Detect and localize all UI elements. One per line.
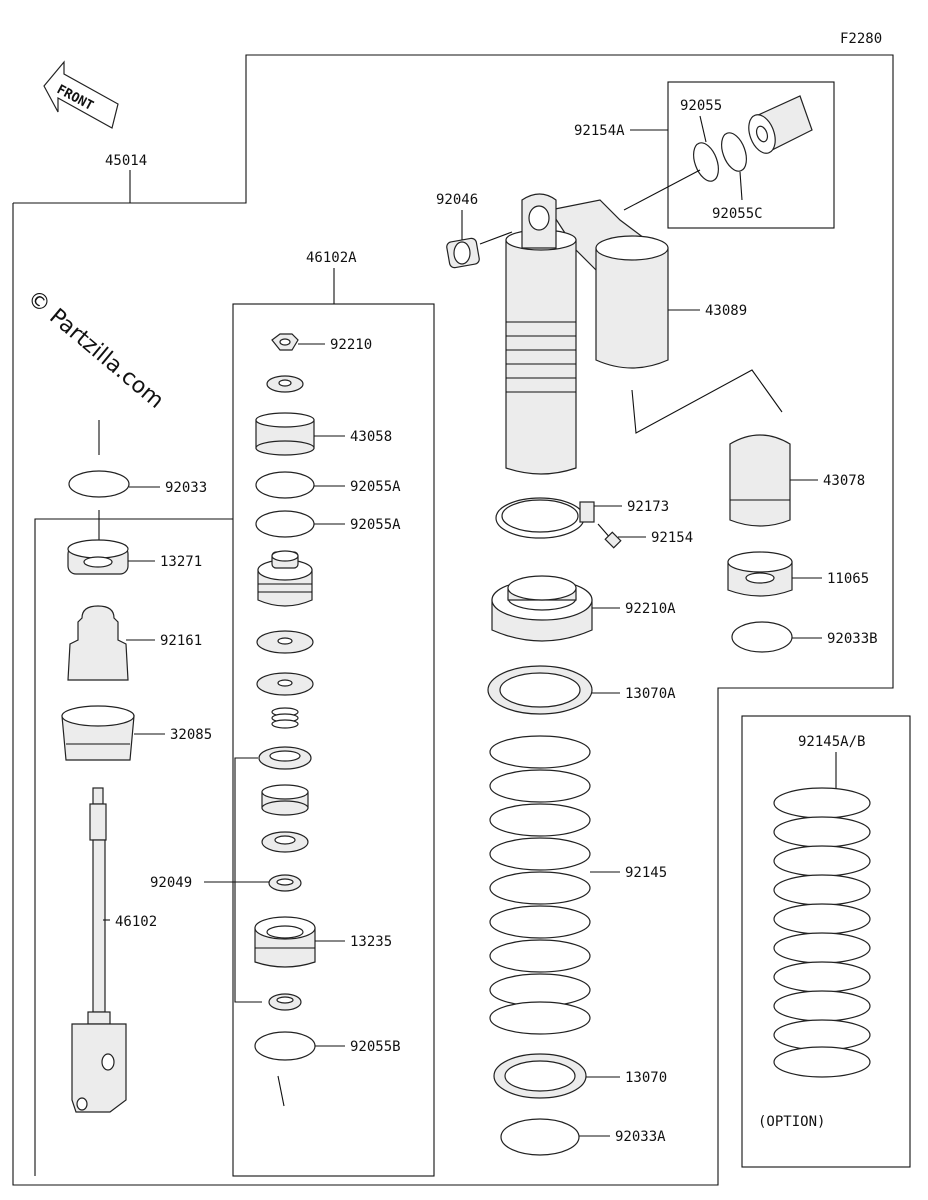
part-92210: 92210 — [271, 333, 372, 353]
label-92033: 92033 — [165, 480, 207, 496]
label-13070A: 13070A — [625, 686, 676, 702]
label-92210: 92210 — [330, 337, 372, 353]
part-13271: 13271 — [67, 539, 202, 575]
front-arrow-icon: FRONT — [43, 60, 119, 129]
label-43089: 43089 — [705, 303, 747, 319]
part-shock-body — [505, 193, 669, 475]
part-92055A-2: 92055A — [255, 510, 401, 538]
part-92145: 92145 — [489, 735, 667, 1035]
label-13271: 13271 — [160, 554, 202, 570]
part-rebound-head — [257, 550, 313, 607]
label-46102A: 46102A — [306, 250, 357, 266]
option-box — [741, 715, 911, 1168]
part-shim-1 — [256, 630, 314, 654]
part-valve-assembly — [748, 95, 813, 154]
part-washer-mid — [261, 831, 309, 853]
label-92210A: 92210A — [625, 601, 676, 617]
valve-box-92154A — [667, 81, 835, 229]
part-92173: 92173 — [495, 497, 669, 539]
part-92033: 92033 — [68, 420, 207, 498]
part-43078: 43078 — [729, 434, 865, 527]
part-92033B: 92033B — [731, 621, 878, 653]
label-92055C: 92055C — [712, 206, 763, 222]
part-92154: 92154 — [597, 523, 693, 549]
label-92161: 92161 — [160, 633, 202, 649]
part-32085: 32085 — [61, 705, 212, 761]
part-shim-2 — [256, 672, 314, 696]
label-13070: 13070 — [625, 1070, 667, 1086]
label-92154A: 92154A — [574, 123, 625, 139]
label-92173: 92173 — [627, 499, 669, 515]
part-small-spring — [271, 707, 299, 729]
label-32085: 32085 — [170, 727, 212, 743]
label-11065: 11065 — [827, 571, 869, 587]
part-11065: 11065 — [727, 551, 869, 597]
part-13235: 13235 — [254, 916, 392, 968]
label-92145AB: 92145A/B — [798, 734, 865, 750]
part-92055B: 92055B — [254, 1031, 401, 1107]
label-92055: 92055 — [680, 98, 722, 114]
part-92033A: 92033A — [500, 1118, 666, 1156]
part-43058: 43058 — [255, 412, 392, 456]
assembly-outline-45014 — [12, 54, 894, 1186]
part-92055C: 92055C — [712, 132, 763, 222]
label-46102: 46102 — [115, 914, 157, 930]
label-92145: 92145 — [625, 865, 667, 881]
label-92055A-1: 92055A — [350, 479, 401, 495]
label-43058: 43058 — [350, 429, 392, 445]
part-13070: 13070 — [493, 1053, 667, 1099]
label-13235: 13235 — [350, 934, 392, 950]
part-seal-1 — [258, 746, 312, 770]
watermark: © Partzilla.com — [22, 285, 168, 413]
label-45014: 45014 — [105, 153, 147, 169]
label-43078: 43078 — [823, 473, 865, 489]
part-92210A: 92210A — [491, 575, 676, 642]
part-92161: 92161 — [67, 605, 202, 681]
part-92055: 92055 — [680, 98, 722, 182]
part-92055A-1: 92055A — [255, 471, 401, 499]
option-label: (OPTION) — [758, 1114, 825, 1130]
part-46102: 46102 — [71, 787, 157, 1113]
label-92055A-2: 92055A — [350, 517, 401, 533]
part-washer-top — [266, 375, 304, 393]
part-92145AB: 92145A/B — [773, 734, 871, 1078]
part-13070A: 13070A — [487, 665, 676, 715]
figure-code: F2280 — [840, 31, 882, 47]
label-92033B: 92033B — [827, 631, 878, 647]
part-92046: 92046 — [436, 192, 513, 269]
label-92055B: 92055B — [350, 1039, 401, 1055]
part-seal-2 — [268, 993, 302, 1011]
label-92033A: 92033A — [615, 1129, 666, 1145]
part-92049: 92049 — [150, 874, 302, 892]
part-bushing — [261, 784, 309, 816]
inner-assembly-outline — [34, 518, 233, 1176]
label-92049: 92049 — [150, 875, 192, 891]
label-92154: 92154 — [651, 530, 693, 546]
label-92046: 92046 — [436, 192, 478, 208]
